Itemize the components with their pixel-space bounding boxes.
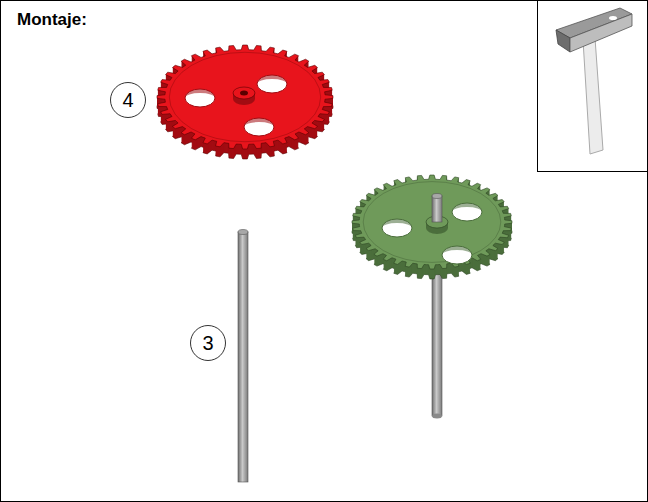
- rod-end: [238, 230, 248, 235]
- gear-face: [352, 175, 512, 269]
- gear-hole: [382, 219, 412, 237]
- callout-ring: [111, 83, 146, 118]
- rod-end: [432, 414, 442, 419]
- gear-rim: [169, 52, 320, 141]
- gear-hole: [442, 246, 472, 264]
- callout-text: 3: [190, 325, 226, 361]
- gear-hole: [452, 203, 482, 221]
- gear-shaft-upper: [432, 194, 442, 223]
- gear-hole: [244, 118, 274, 136]
- tool-inset-box: [538, 1, 648, 172]
- gear-hole: [185, 89, 215, 107]
- gear-hole-wall: [452, 203, 482, 212]
- rod-body: [238, 232, 248, 482]
- gear-hole: [257, 75, 287, 93]
- gear-bore: [240, 91, 248, 96]
- spur-gear-red: [157, 45, 333, 159]
- spur-gear-green: [352, 175, 512, 279]
- hammer-icon: [556, 8, 632, 154]
- gear-hole-wall: [382, 219, 412, 228]
- callout-ring: [191, 326, 226, 361]
- callout-text: 4: [110, 82, 146, 118]
- gear-hole-wall: [442, 246, 472, 255]
- sheet-title: Montaje:: [17, 10, 87, 30]
- gear-hole-wall: [244, 118, 274, 127]
- gear-hole-wall: [257, 75, 287, 84]
- callout-circle: 4: [110, 82, 146, 118]
- gear-side: [157, 46, 333, 150]
- hammer-handle: [583, 38, 603, 154]
- rod-body: [432, 196, 442, 222]
- hammer-eye: [609, 16, 617, 20]
- gear-face: [157, 45, 333, 149]
- gear-side: [352, 176, 512, 270]
- hammer-head-side: [556, 30, 570, 52]
- gear-hole-wall: [185, 89, 215, 98]
- gear-hub: [233, 87, 255, 99]
- callout-number: 4: [122, 89, 133, 112]
- callout-circle: 3: [190, 325, 226, 361]
- callout-number: 3: [202, 332, 213, 355]
- hammer-head-front: [570, 14, 632, 52]
- gear-rim: [363, 182, 501, 263]
- axle-rod: [238, 230, 248, 483]
- rod-end: [432, 194, 442, 199]
